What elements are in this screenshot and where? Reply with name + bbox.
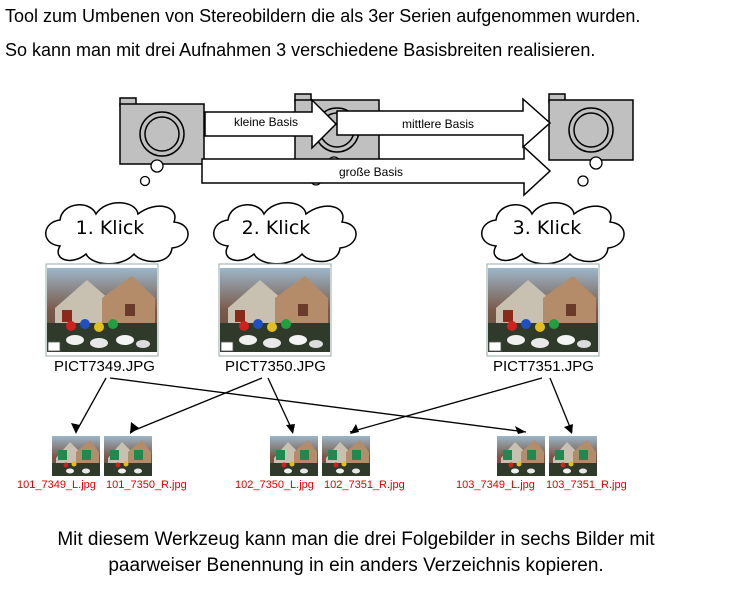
output-file-1: 101_7349_L.jpg — [17, 479, 96, 491]
source-photo-2 — [219, 267, 331, 353]
click-3-label: 3. Klick — [513, 217, 582, 239]
medium-base-arrow — [336, 97, 552, 149]
large-base-arrow — [201, 145, 552, 197]
source-photo-1 — [46, 267, 158, 353]
output-file-6: 103_7351_R.jpg — [546, 479, 627, 491]
click-1-label: 1. Klick — [76, 217, 145, 239]
output-thumb-1 — [52, 436, 100, 476]
output-file-2: 101_7350_R.jpg — [106, 479, 187, 491]
header-line-2: So kann man mit drei Aufnahmen 3 verschi… — [5, 40, 596, 60]
output-thumb-6 — [549, 436, 597, 476]
connector-2a — [129, 377, 263, 433]
output-file-4: 102_7351_R.jpg — [324, 479, 405, 491]
output-thumb-2 — [104, 436, 152, 476]
click-2-label: 2. Klick — [242, 217, 311, 239]
connector-3a — [349, 377, 543, 433]
camera-3-icon — [548, 93, 634, 161]
connector-2b — [267, 377, 294, 433]
small-base-arrow — [204, 98, 338, 150]
output-thumb-5 — [497, 436, 545, 476]
output-thumbnails — [52, 436, 597, 476]
connector-1a — [75, 377, 107, 433]
footer-line-2: paarweiser Benennung in ein anders Verze… — [108, 555, 604, 576]
medium-base-label: mittlere Basis — [402, 117, 474, 131]
camera-1-icon — [119, 97, 205, 165]
source-file-2: PICT7350.JPG — [225, 358, 326, 375]
output-file-5: 103_7349_L.jpg — [456, 479, 535, 491]
small-base-label: kleine Basis — [234, 115, 298, 129]
source-file-3: PICT7351.JPG — [493, 358, 594, 375]
large-base-label: große Basis — [339, 165, 403, 179]
connector-3b — [549, 377, 573, 433]
source-photo-3 — [487, 267, 599, 353]
source-file-1: PICT7349.JPG — [54, 358, 155, 375]
output-file-3: 102_7350_L.jpg — [235, 479, 314, 491]
output-thumb-4 — [322, 436, 370, 476]
footer-line-1: Mit diesem Werkzeug kann man die drei Fo… — [57, 529, 655, 550]
connector-1b — [109, 377, 527, 433]
footer-text: Mit diesem Werkzeug kann man die drei Fo… — [0, 527, 712, 579]
output-thumb-3 — [270, 436, 318, 476]
header-line-1: Tool zum Umbenen von Stereobildern die a… — [5, 6, 641, 26]
